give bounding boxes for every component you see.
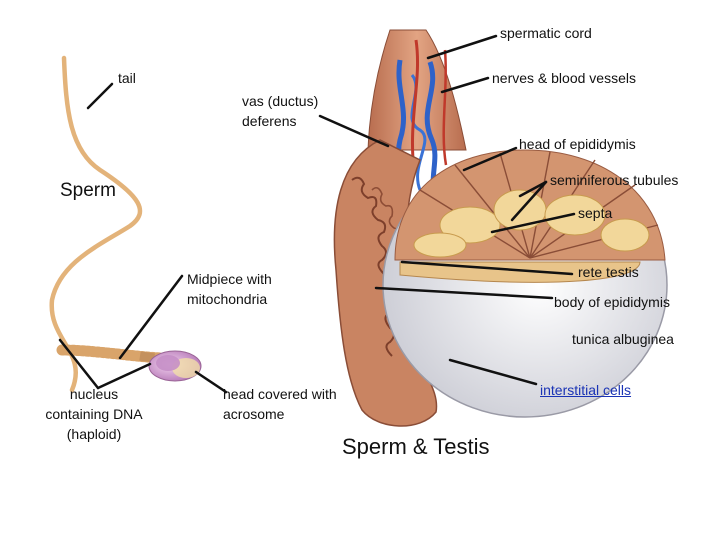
nucleus-shape (156, 355, 180, 371)
leader-seminiferous-1 (518, 180, 548, 198)
label-spermatic-cord: spermatic cord (500, 25, 592, 41)
artery-2 (442, 49, 448, 166)
leader-interstitial (448, 358, 538, 386)
leader-midpiece (118, 274, 184, 360)
label-head-of-epididymis: head of epididymis (519, 136, 636, 152)
leader-vas (318, 114, 390, 148)
sperm-neck (139, 351, 156, 363)
leader-seminiferous-2 (510, 180, 548, 222)
label-interstitial-cells-link[interactable]: interstitial cells (540, 382, 632, 398)
label-seminiferous-tubules: seminiferous tubules (550, 172, 679, 188)
label-tail: tail (118, 70, 136, 86)
leader-head-acrosome (194, 370, 228, 394)
label-midpiece: Midpiece with mitochondria (187, 271, 272, 307)
leader-lines (58, 34, 576, 394)
label-rete-testis: rete testis (578, 264, 639, 280)
leader-tail (86, 82, 114, 110)
label-nucleus: nucleus containing DNA (haploid) (45, 386, 143, 442)
sperm-cell (49, 55, 202, 393)
leader-spermatic-cord (426, 34, 498, 60)
sperm-title: Sperm (60, 180, 116, 201)
leader-nucleus-1 (58, 338, 100, 390)
leader-head-epididymis (462, 146, 518, 172)
label-tunica-albuginea: tunica albuginea (572, 331, 674, 347)
testis-cross-section (333, 29, 668, 427)
leader-body-epididymis (374, 286, 554, 300)
leader-nerves (440, 76, 490, 94)
seminiferous-tubules-shape (413, 189, 650, 258)
sperm-tail (49, 55, 143, 393)
artery-1 (410, 39, 420, 171)
label-septa: septa (578, 205, 613, 221)
label-body-of-epididymis: body of epididymis (554, 294, 670, 310)
leader-rete (400, 260, 574, 276)
leader-septa (490, 212, 576, 234)
label-vas-deferens: vas (ductus) deferens (242, 93, 319, 129)
label-nerves-blood-vessels: nerves & blood vessels (492, 70, 636, 86)
label-head-acrosome: head covered with acrosome (223, 386, 337, 422)
testis-title: Sperm & Testis (342, 434, 490, 459)
leader-nucleus-2 (96, 362, 152, 390)
epididymis-duct (351, 176, 395, 357)
